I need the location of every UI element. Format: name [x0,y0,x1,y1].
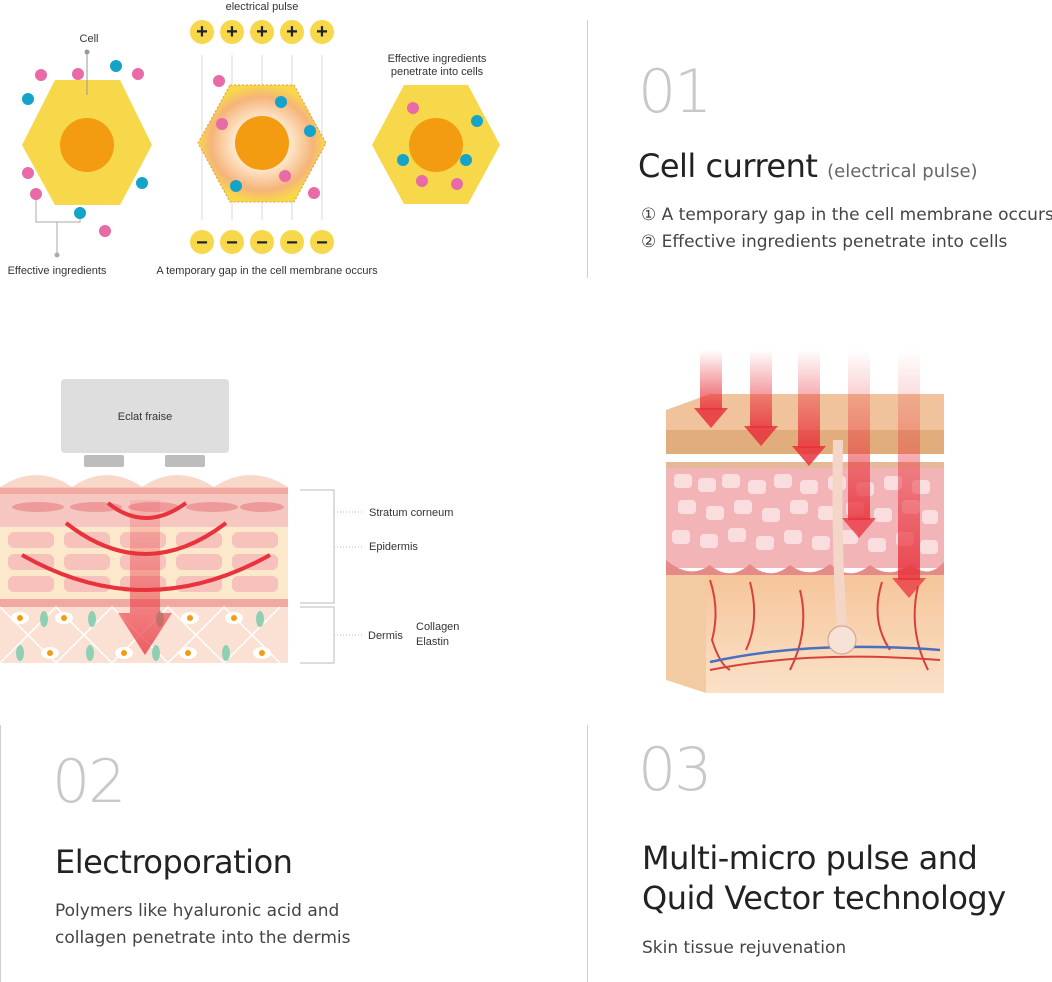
desc-line-1: ① A temporary gap in the cell membrane o… [641,205,1052,225]
section-number-01: 01 [638,57,712,127]
desc-line-2: ② Effective ingredients penetrate into c… [641,232,1008,252]
skin-cross-section [666,350,944,693]
svg-text:+: + [226,21,238,43]
minus-icon: − [250,230,274,254]
divider-top [587,20,588,278]
nucleus [409,118,463,172]
collagen-cells [11,612,271,659]
penetrate-label-2: penetrate into cells [391,66,484,78]
cell-current-diagram: electrical pulse + + + + + − − − − − Cel… [8,1,500,277]
section-number-02: 02 [52,747,126,817]
stratum-corneum-label: Stratum corneum [369,507,453,519]
section2-description: Polymers like hyaluronic acid and collag… [55,898,350,952]
effective-ingredients-label: Effective ingredients [8,265,107,277]
minus-icon: − [190,230,214,254]
plus-icon: + [220,20,244,44]
minus-icon: − [310,230,334,254]
electrical-pulse-label: electrical pulse [226,1,299,13]
title-line-1: Multi-micro pulse and [642,839,978,877]
cell-absorbed: Effective ingredients penetrate into cel… [372,53,500,204]
svg-text:−: − [226,232,238,254]
title-line-2: Quid Vector technology [642,879,1006,917]
epidermis-label: Epidermis [369,541,418,553]
dermis-label: Dermis [368,630,403,642]
svg-text:−: − [316,232,328,254]
section-title-electroporation: Electroporation [55,843,293,881]
section-title-multi-micro: Multi-micro pulse and Quid Vector techno… [642,838,1006,918]
collagen-label: Collagen [416,621,459,633]
plus-icon: + [310,20,334,44]
divider-bottom [587,725,588,982]
title-main: Cell current [638,147,818,185]
device-electrode-left [84,455,124,467]
field-arcs [21,501,271,592]
svg-text:+: + [316,21,328,43]
section-title-cell-current: Cell current (electrical pulse) [638,146,978,186]
blue-vessel [709,645,941,664]
plus-icon: + [280,20,304,44]
minus-icon: − [280,230,304,254]
desc-line-1: Polymers like hyaluronic acid and [55,901,340,921]
nucleus [235,116,289,170]
membrane-gap-label: A temporary gap in the cell membrane occ… [156,265,378,277]
penetration-arrow [118,500,172,655]
pulse-beams [694,350,926,598]
svg-text:+: + [286,21,298,43]
electroporation-diagram: Eclat fraise [0,379,459,665]
device-electrode-right [165,455,205,467]
section-number-03: 03 [638,735,712,805]
desc-line-1: Skin tissue rejuvenation [642,938,847,958]
section1-description: ① A temporary gap in the cell membrane o… [641,202,1052,256]
svg-text:+: + [196,21,208,43]
nucleus [60,118,114,172]
plus-icon: + [250,20,274,44]
device-label: Eclat fraise [118,411,172,423]
positive-charges: + + + + + [190,20,334,44]
svg-text:−: − [196,232,208,254]
cell-resting: Cell Effective ingredients [8,33,152,277]
section3-description: Skin tissue rejuvenation [642,935,846,962]
svg-text:+: + [256,21,268,43]
red-vessels [709,579,941,671]
minus-icon: − [220,230,244,254]
svg-text:−: − [256,232,268,254]
device-body [61,379,229,453]
elastin-label: Elastin [416,636,449,648]
title-subtitle: (electrical pulse) [827,161,978,182]
cell-label: Cell [80,33,99,45]
negative-charges: − − − − − [190,230,334,254]
plus-icon: + [190,20,214,44]
penetrate-label-1: Effective ingredients [388,53,487,65]
cell-pulsed: A temporary gap in the cell membrane occ… [156,75,378,277]
desc-line-2: collagen penetrate into the dermis [55,928,351,948]
divider-left [0,725,1,982]
svg-text:−: − [286,232,298,254]
